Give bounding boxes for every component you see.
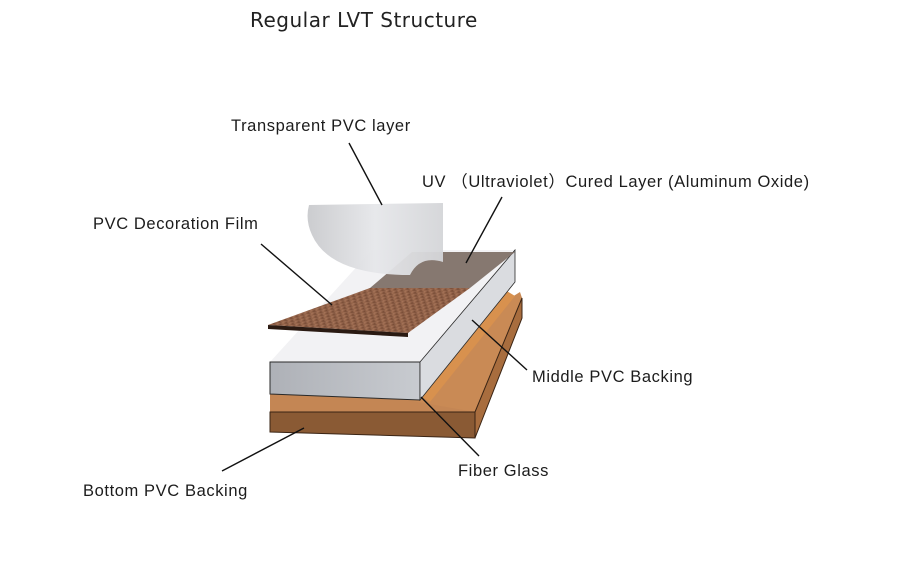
leader-decoration-film [260, 243, 333, 306]
leader-bottom-backing [221, 427, 305, 472]
leader-transparent-pvc [348, 142, 383, 206]
label-fiber-glass: Fiber Glass [458, 462, 549, 480]
leader-uv-cured [465, 196, 503, 264]
label-bottom-pvc-backing: Bottom PVC Backing [83, 482, 248, 500]
diagram-title: Regular LVT Structure [250, 8, 478, 32]
pvc-decoration-film-layer [268, 288, 470, 337]
leader-middle-backing [471, 319, 528, 371]
transparent-pvc-sheet [307, 203, 443, 275]
leader-lines [221, 142, 528, 472]
fiber-glass-layer [420, 290, 515, 402]
label-middle-pvc-backing: Middle PVC Backing [532, 368, 694, 386]
leader-fiber-glass [420, 396, 480, 457]
bottom-pvc-backing-layer [269, 292, 523, 439]
label-transparent-pvc-layer: Transparent PVC layer [231, 117, 411, 135]
label-pvc-decoration-film: PVC Decoration Film [93, 215, 259, 233]
label-uv-cured-layer: UV （Ultraviolet）Cured Layer (Aluminum Ox… [422, 173, 810, 191]
